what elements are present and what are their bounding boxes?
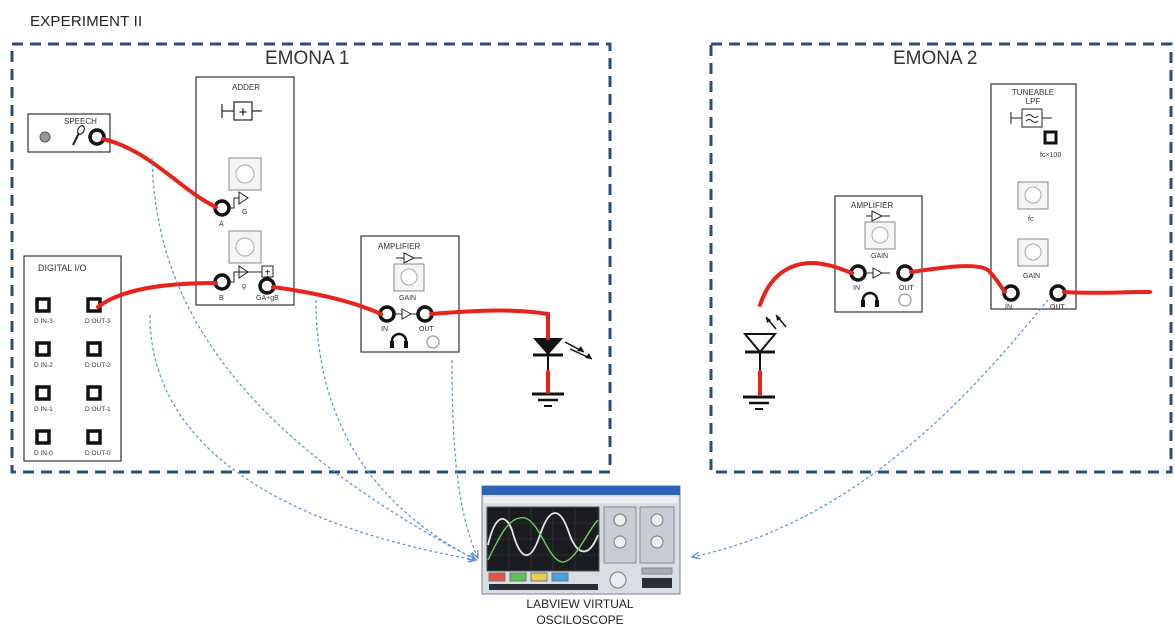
amp1-gain-label: GAIN: [399, 295, 416, 302]
amp2-symbol-icon: [866, 210, 890, 222]
emona1-amplifier-module: AMPLIFIER GAIN IN OUT: [360, 235, 460, 353]
probe-lpf-out: [692, 299, 1049, 557]
emona1-title: EMONA 1: [265, 48, 349, 69]
emona2-title: EMONA 2: [893, 48, 977, 69]
digital-io-module: DIGITAL I/O D IN-3 D OUT-3 D IN-2 D OUT-2 D …: [23, 255, 122, 462]
probe-adder-out: [315, 299, 476, 560]
adder-sum-plus: +: [265, 268, 271, 279]
adder-gain-b-label: g: [242, 283, 246, 290]
emona2-border: [709, 42, 1173, 474]
speech-label: SPEECH: [64, 117, 97, 126]
lpf-label-1: TUNEABLE: [1012, 88, 1054, 97]
channel-button-green[interactable]: [509, 572, 527, 582]
adder-symbol-plus: +: [239, 104, 248, 121]
digital-out-socket-0[interactable]: [86, 429, 102, 445]
digital-in-label-2: D IN-2: [34, 362, 53, 369]
speech-led: [39, 131, 51, 143]
digital-in-label-3: D IN-3: [34, 318, 53, 325]
digital-in-socket-2[interactable]: [35, 341, 51, 357]
probe-dout3: [149, 314, 476, 560]
digital-in-label-0: D IN-0: [34, 450, 53, 457]
digital-in-label-1: D IN-1: [34, 406, 53, 413]
labview-oscilloscope-window: [481, 485, 681, 595]
lpf-fc100-socket[interactable]: [1043, 130, 1058, 145]
headphones-icon: [861, 291, 879, 306]
digital-out-label-0: D OUT-0: [85, 450, 111, 457]
digital-in-socket-3[interactable]: [35, 297, 51, 313]
oscilloscope-knob[interactable]: [650, 513, 664, 527]
amp1-in-label: IN: [381, 326, 388, 333]
wire-dout3-to-adder-b[interactable]: [96, 281, 218, 309]
microphone-icon: [72, 125, 85, 146]
amp1-out-label: OUT: [419, 326, 435, 333]
probe-speech: [151, 157, 476, 560]
oscilloscope-knob[interactable]: [609, 571, 627, 589]
wire-amp2-to-lpf[interactable]: [909, 264, 1007, 294]
amp2-gain-label: GAIN: [871, 253, 888, 260]
digital-out-label-3: D OUT-3: [85, 318, 111, 325]
amp1-symbol-icon: [396, 252, 422, 264]
adder-knob-gain-b[interactable]: [228, 230, 262, 264]
amp2-in-label: IN: [853, 285, 860, 292]
photodiode-receiver-icon: [742, 314, 787, 410]
emona2-amplifier-module: AMPLIFIER GAIN IN OUT: [834, 195, 923, 313]
channel-button-blue[interactable]: [551, 572, 569, 582]
oscilloscope-knob[interactable]: [613, 513, 627, 527]
oscilloscope-trace-2: [487, 517, 599, 563]
oscilloscope-caption: LABVIEW VIRTUAL OSCILOSCOPE: [478, 596, 682, 628]
amp2-out-label: OUT: [899, 285, 915, 292]
lpf-in-label: IN: [1005, 304, 1012, 311]
amp1-headphone-socket[interactable]: [426, 335, 440, 349]
digital-out-label-2: D OUT-2: [85, 362, 111, 369]
adder-label: ADDER: [232, 83, 260, 92]
lpf-gain-label: GAIN: [1023, 273, 1040, 280]
oscilloscope-channel-buttons: [488, 572, 598, 590]
speech-output-socket[interactable]: [88, 128, 106, 146]
digital-out-socket-1[interactable]: [86, 385, 102, 401]
experiment-title: EXPERIMENT II: [30, 13, 143, 30]
amp2-buffer-icon: [865, 267, 890, 279]
oscilloscope-caption-line1: LABVIEW VIRTUAL: [526, 597, 634, 611]
led-transmitter-icon: [532, 338, 593, 407]
lpf-fc100-label: fc×100: [1040, 152, 1061, 159]
adder-input-a-label: A: [219, 221, 224, 228]
wire-amp1-to-led[interactable]: [429, 308, 550, 340]
adder-symbol-icon: +: [221, 101, 262, 121]
digital-in-socket-0[interactable]: [35, 429, 51, 445]
adder-gain-g-icon: [230, 191, 249, 209]
digital-io-label: DIGITAL I/O: [38, 263, 87, 273]
wire-adder-to-amp1[interactable]: [271, 285, 383, 316]
lpf-out-label: OUT: [1050, 304, 1066, 311]
speech-module: SPEECH: [27, 113, 111, 153]
oscilloscope-knob[interactable]: [613, 535, 627, 549]
digital-out-label-1: D OUT-1: [85, 406, 111, 413]
adder-module: ADDER + A G B g + GA+gB: [195, 76, 295, 306]
lpf-fc-label: fc: [1028, 216, 1034, 223]
adder-input-b-label: B: [219, 295, 224, 302]
digital-out-socket-2[interactable]: [86, 341, 102, 357]
headphones-icon: [390, 332, 408, 347]
wire-speech-to-adder-a[interactable]: [101, 137, 218, 209]
probe-amp1-out: [451, 359, 478, 558]
lpf-label-2: LPF: [1026, 97, 1041, 106]
adder-gain-b-icon: [230, 265, 262, 283]
wire-lpf-output[interactable]: [1062, 290, 1152, 295]
emona1-border: [10, 42, 612, 474]
amp1-label: AMPLIFIER: [378, 242, 420, 251]
wire-photodiode-to-amp2[interactable]: [758, 260, 854, 307]
channel-button-yellow[interactable]: [530, 572, 548, 582]
tuneable-lpf-module: TUNEABLE LPF fc×100 fc GAIN IN OUT: [990, 83, 1077, 311]
digital-in-socket-1[interactable]: [35, 385, 51, 401]
amp2-headphone-socket[interactable]: [898, 293, 912, 307]
amp2-label: AMPLIFIER: [851, 201, 893, 210]
channel-button-red[interactable]: [488, 572, 506, 582]
adder-output-label: GA+gB: [256, 295, 279, 302]
oscilloscope-caption-line2: OSCILOSCOPE: [536, 613, 624, 627]
oscilloscope-knob[interactable]: [650, 535, 664, 549]
adder-gain-g-label: G: [242, 209, 247, 216]
oscilloscope-controls: [603, 506, 675, 589]
lowpass-filter-icon: [1010, 108, 1052, 128]
